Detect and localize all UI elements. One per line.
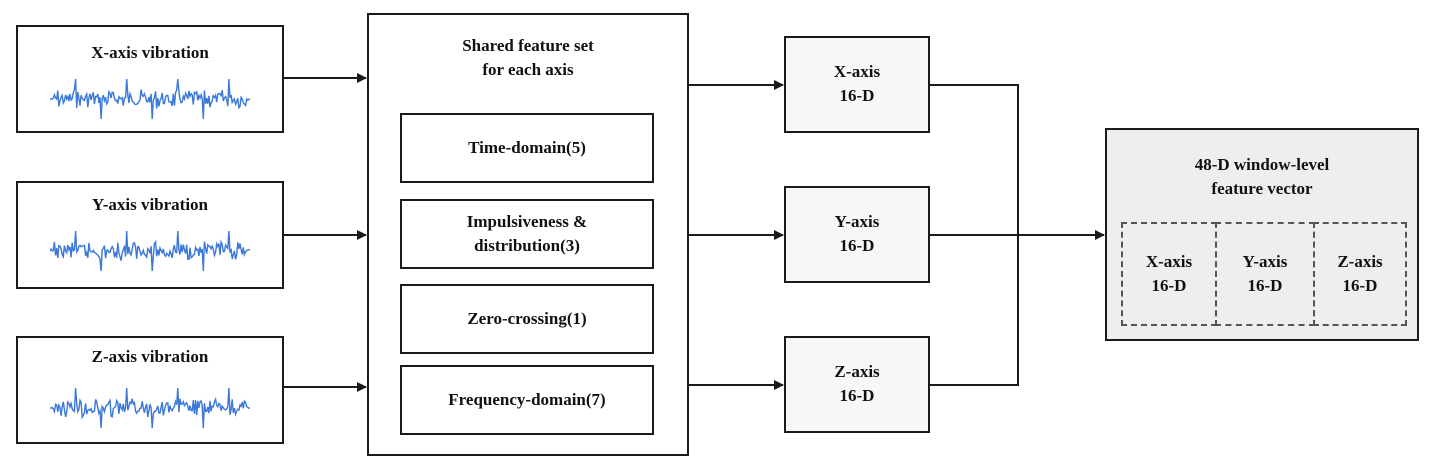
axis-feature-y: Y-axis 16-D — [784, 186, 930, 283]
waveform-trace — [50, 387, 250, 429]
shared-title: Shared feature set for each axis — [462, 36, 594, 79]
output-part-label: X-axis 16-D — [1145, 252, 1193, 295]
axis-feature-label: X-axis 16-D — [833, 62, 881, 105]
group-label: Impulsiveness & distribution(3) — [466, 212, 588, 255]
group-label: Zero-crossing(1) — [467, 309, 587, 328]
axis-feature-label: Y-axis 16-D — [834, 212, 880, 255]
input-box-y: Y-axis vibration — [16, 181, 284, 289]
shared-feature-set: Shared feature set for each axis Time-do… — [367, 13, 689, 456]
waveform-y — [50, 230, 250, 272]
input-box-x: X-axis vibration — [16, 25, 284, 133]
output-part-z: Z-axis 16-D — [1313, 222, 1407, 326]
waveform-x — [50, 78, 250, 120]
input-box-z: Z-axis vibration — [16, 336, 284, 444]
output-part-x: X-axis 16-D — [1121, 222, 1217, 326]
merge-line-x — [930, 84, 1019, 235]
input-label-x: X-axis vibration — [91, 43, 209, 62]
group-impulsiveness: Impulsiveness & distribution(3) — [400, 199, 654, 269]
output-part-label: Z-axis 16-D — [1337, 252, 1383, 295]
axis-feature-label: Z-axis 16-D — [834, 362, 880, 405]
output-part-y: Y-axis 16-D — [1215, 222, 1315, 326]
output-feature-vector: 48-D window-level feature vector X-axis … — [1105, 128, 1419, 341]
waveform-trace — [50, 78, 250, 120]
output-title: 48-D window-level feature vector — [1194, 155, 1330, 198]
output-part-label: Y-axis 16-D — [1242, 252, 1288, 295]
merge-line-z — [930, 235, 1019, 386]
input-label-y: Y-axis vibration — [91, 195, 209, 214]
axis-feature-x: X-axis 16-D — [784, 36, 930, 133]
group-time-domain: Time-domain(5) — [400, 113, 654, 183]
group-zero-crossing: Zero-crossing(1) — [400, 284, 654, 354]
waveform-z — [50, 387, 250, 429]
input-label-z: Z-axis vibration — [91, 347, 209, 366]
group-label: Time-domain(5) — [468, 138, 586, 157]
group-label: Frequency-domain(7) — [448, 390, 606, 409]
waveform-trace — [50, 230, 250, 272]
axis-feature-z: Z-axis 16-D — [784, 336, 930, 433]
group-frequency-domain: Frequency-domain(7) — [400, 365, 654, 435]
